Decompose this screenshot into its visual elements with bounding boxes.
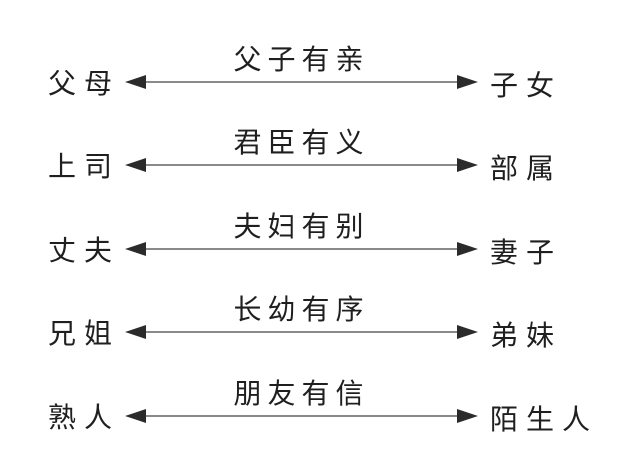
- double-arrow-icon: [125, 242, 478, 256]
- relation-principle-label: 夫妇有别: [233, 210, 370, 243]
- relation-principle-label: 朋友有信: [233, 377, 370, 410]
- left-party-label: 熟人: [48, 401, 121, 434]
- double-arrow-icon: [125, 75, 478, 89]
- right-party-label: 部属: [490, 152, 563, 185]
- relation-principle-label: 长幼有序: [233, 293, 370, 326]
- right-party-label: 陌生人: [490, 403, 599, 436]
- double-arrow-icon: [125, 409, 478, 423]
- left-party-label: 上司: [48, 150, 121, 183]
- double-arrow-icon: [125, 158, 478, 172]
- right-party-label: 子女: [490, 69, 563, 102]
- left-party-label: 父母: [48, 67, 121, 100]
- relation-principle-label: 君臣有义: [233, 126, 370, 159]
- right-party-label: 弟妹: [490, 319, 563, 352]
- relation-principle-label: 父子有亲: [233, 43, 370, 76]
- left-party-label: 兄姐: [48, 317, 121, 350]
- double-arrow-icon: [125, 325, 478, 339]
- left-party-label: 丈夫: [48, 234, 121, 267]
- right-party-label: 妻子: [490, 236, 563, 269]
